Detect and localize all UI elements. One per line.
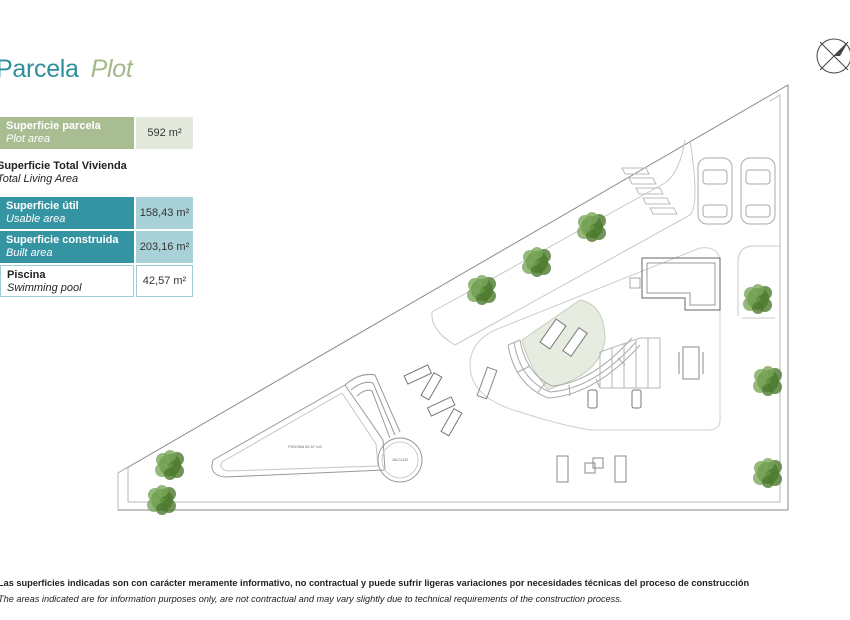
- dining-table: [678, 346, 704, 380]
- garden-seating: [556, 455, 627, 483]
- pool-loungers: [403, 364, 463, 437]
- page-title: Parcela Plot: [0, 55, 133, 84]
- built-area-label: Superficie construida Built area: [0, 231, 134, 263]
- tree-icon: [155, 450, 184, 480]
- terrace-loungers: [539, 318, 642, 409]
- north-compass-icon: [814, 36, 850, 81]
- title-en: Plot: [90, 55, 133, 83]
- tree-icon: [522, 247, 551, 277]
- outdoor-kitchen: [476, 366, 498, 400]
- pool-area-label: Piscina Swimming pool: [0, 265, 134, 297]
- jacuzzi-label: JACUZZI: [392, 457, 408, 462]
- curved-steps: [507, 337, 641, 399]
- house-footprint: [629, 257, 721, 311]
- driveway: [431, 139, 780, 346]
- disclaimer-es: Las superficies indicadas son con caráct…: [0, 578, 750, 588]
- usable-area-value: 158,43 m²: [136, 197, 193, 229]
- plot-area-value: 592 m²: [136, 117, 193, 149]
- terrace-stripes: [599, 337, 661, 389]
- tree-icon: [577, 212, 606, 242]
- tree-icon: [467, 275, 496, 305]
- pool: [211, 374, 401, 478]
- title-es: Parcela: [0, 55, 79, 83]
- garden-zone: [469, 247, 721, 431]
- stepping-stones: [621, 167, 678, 215]
- pool-area-value: 42,57 m²: [136, 265, 193, 297]
- trees: [147, 212, 782, 515]
- built-area-value: 203,16 m²: [136, 231, 193, 263]
- plot-boundary: [117, 84, 789, 511]
- tree-icon: [753, 366, 782, 396]
- usable-area-label: Superficie útil Usable area: [0, 197, 134, 229]
- lawn-terrace: [521, 299, 606, 391]
- jacuzzi: [377, 437, 423, 483]
- tree-icon: [743, 284, 772, 314]
- disclaimer-en: The areas indicated are for information …: [0, 594, 623, 604]
- living-area-heading: Superficie Total Vivienda Total Living A…: [0, 160, 127, 185]
- tree-icon: [753, 458, 782, 488]
- pool-label: PISCINA 42,57 m2: [288, 444, 322, 449]
- tree-icon: [147, 485, 176, 515]
- plot-area-label: Superficie parcela Plot area: [0, 117, 134, 149]
- parking-cars: [697, 157, 776, 225]
